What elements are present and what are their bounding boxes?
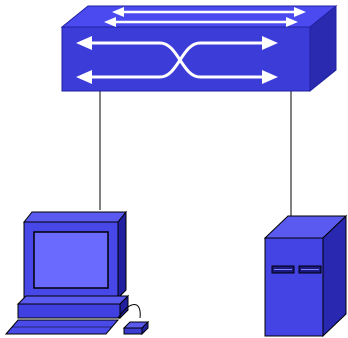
server-tower-icon — [265, 216, 346, 336]
desktop-computer-icon — [6, 212, 148, 334]
network-switch-icon — [62, 6, 336, 91]
